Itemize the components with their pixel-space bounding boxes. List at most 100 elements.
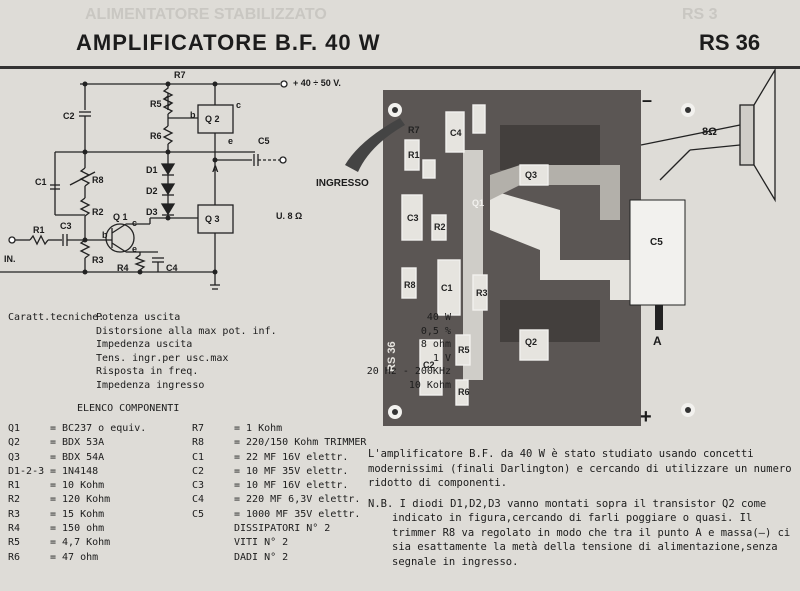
- part-c1: C1: [35, 177, 47, 187]
- component-ref: [192, 536, 234, 550]
- part-c5: C5: [258, 136, 270, 146]
- part-r3: R3: [92, 255, 104, 265]
- part-d1: D1: [146, 165, 158, 175]
- point-a-label: A: [212, 164, 219, 174]
- pcb-part-r5: R5: [458, 345, 470, 355]
- ghost-title: ALIMENTATORE STABILIZZATO: [85, 6, 327, 23]
- part-c3: C3: [60, 221, 72, 231]
- part-r4: R4: [117, 263, 129, 273]
- component-ref: [192, 551, 234, 565]
- component-value: = 120 Kohm: [50, 494, 111, 506]
- pin-b-q2: b: [190, 110, 196, 120]
- pcb-minus: –: [642, 90, 653, 110]
- ghost-code: RS 3: [682, 6, 718, 23]
- part-d2: D2: [146, 186, 158, 196]
- component-ref: C4: [192, 494, 205, 506]
- pcb-part-r8: R8: [404, 280, 416, 290]
- component-ref: C1: [192, 451, 205, 463]
- pin-e-q1: e: [132, 244, 138, 254]
- pcb-c5: C5: [650, 237, 663, 248]
- component-value: = 220/150 Kohm TRIMMER: [234, 437, 367, 449]
- component-row: C4 = 220 MF 6,3V elettr.: [192, 493, 366, 507]
- spec-row: Tens. ingr.per usc.max 1 V: [8, 352, 451, 366]
- spec-value: 0,5 %: [420, 325, 451, 337]
- component-value: = 10 MF 35V elettr.: [234, 465, 349, 477]
- spec-value: 8 ohm: [420, 339, 451, 350]
- component-ref: R1: [8, 480, 21, 492]
- part-q2: Q 2: [205, 114, 220, 124]
- component-row: R8= 220/150 Kohm TRIMMER: [192, 436, 366, 450]
- component-row: R1 = 10 Kohm: [8, 479, 146, 493]
- spec-value: 10 Kohm: [408, 379, 451, 391]
- note-nb: N.B. I diodi D1,D2,D3 vanno montati sopr…: [368, 497, 791, 568]
- component-ref: R7: [192, 423, 205, 434]
- pin-c-q2: c: [236, 100, 242, 110]
- spec-key: Potenza uscita: [96, 312, 181, 323]
- component-ref: Q2: [8, 437, 21, 449]
- part-c4: C4: [166, 263, 178, 273]
- component-value: = 4,7 Kohm: [50, 537, 111, 549]
- components-heading: ELENCO COMPONENTI: [77, 403, 180, 414]
- component-value: = 47 ohm: [50, 551, 99, 563]
- spec-key: Tens. ingr.per usc.max: [96, 352, 229, 364]
- component-value: = 220 MF 6,3V elettr.: [234, 494, 361, 506]
- spec-value: 1 V: [432, 352, 451, 364]
- component-row: C2 = 10 MF 35V elettr.: [192, 465, 366, 479]
- component-ref: R2: [8, 494, 21, 506]
- component-value: = 10 Kohm: [50, 480, 105, 492]
- pcb-part-c2: C2: [423, 360, 435, 370]
- notes: L'amplificatore B.F. da 40 W è stato stu…: [368, 447, 793, 575]
- pcb-speaker-label: 8Ω: [702, 126, 717, 138]
- note-intro: L'amplificatore B.F. da 40 W è stato stu…: [368, 448, 792, 489]
- page-title: AMPLIFICATORE B.F. 40 W: [76, 30, 381, 55]
- component-row: R5= 4,7 Kohm: [8, 536, 146, 550]
- component-value: = BDX 54A: [50, 451, 105, 463]
- pcb-input-label: INGRESSO: [316, 178, 369, 189]
- pcb-part-r6: R6: [458, 387, 470, 397]
- pin-e-q2: e: [228, 136, 234, 146]
- component-row: DISSIPATORI N° 2: [192, 522, 366, 536]
- component-row: Q3 = BDX 54A: [8, 451, 146, 465]
- part-c2: C2: [63, 111, 75, 121]
- part-r8: R8: [92, 175, 104, 185]
- component-row: Q2= BDX 53A: [8, 436, 146, 450]
- pcb-part-q1: Q1: [472, 198, 485, 208]
- spec-row: Distorsione alla max pot. inf. 0,5 %: [8, 325, 451, 339]
- pcb-part-q2: Q2: [525, 337, 538, 347]
- part-r7: R7: [174, 70, 186, 80]
- component-ref: C5: [192, 508, 205, 520]
- pcb-part-r7: R7: [408, 125, 420, 135]
- pcb-part-r2: R2: [434, 222, 446, 232]
- pin-b-q1: b: [102, 230, 108, 240]
- component-ref: R3: [8, 508, 21, 520]
- component-row: Q1= BC237 o equiv.: [8, 422, 146, 436]
- spec-key: Risposta in freq.: [96, 366, 199, 377]
- part-r5: R5: [150, 99, 162, 109]
- pcb-part-r3: R3: [476, 288, 488, 298]
- component-ref: C2: [192, 465, 205, 477]
- header-rule: [0, 66, 800, 69]
- spec-key: Distorsione alla max pot. inf.: [96, 325, 277, 337]
- component-row: DADI N° 2: [192, 551, 366, 565]
- component-row: VITI N° 2: [192, 536, 366, 550]
- component-value: VITI N° 2: [234, 537, 289, 549]
- component-ref: R6: [8, 551, 21, 563]
- component-value: DADI N° 2: [234, 551, 289, 563]
- component-row: R2 = 120 Kohm: [8, 493, 146, 507]
- part-q1: Q 1: [113, 212, 128, 222]
- component-ref: R4: [8, 523, 21, 535]
- component-value: = 1000 MF 35V elettr.: [234, 508, 361, 520]
- component-value: = 150 ohm: [50, 523, 105, 535]
- spec-heading: Caratt.tecniche:: [8, 312, 105, 323]
- component-ref: [192, 522, 234, 536]
- speaker-icon: [640, 67, 776, 203]
- component-ref: Q3: [8, 451, 21, 463]
- part-r1: R1: [33, 225, 45, 235]
- supply-label: + 40 ÷ 50 V.: [293, 78, 341, 88]
- component-row: C5 = 1000 MF 35V elettr.: [192, 508, 366, 522]
